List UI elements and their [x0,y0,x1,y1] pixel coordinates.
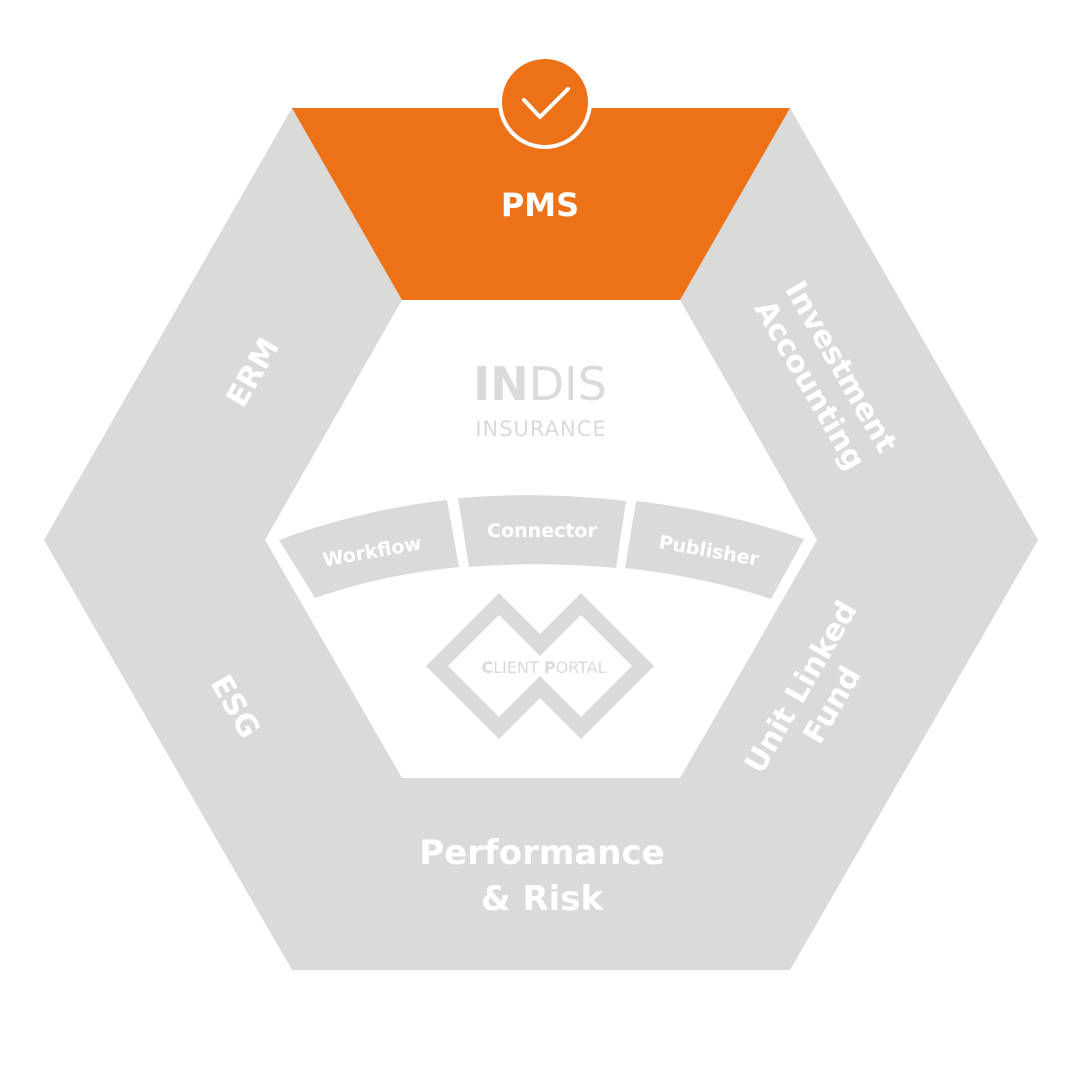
module-publisher[interactable] [625,501,804,599]
module-label-connector: Connector [487,520,597,542]
indis-subtitle: INSURANCE [475,417,606,441]
portal-diamond-shape [426,593,654,739]
segment-label-performance: Performance [419,833,664,873]
module-connector[interactable] [458,495,626,568]
client-portal-text: CLIENT PORTAL [454,658,627,677]
segment-label-risk: & Risk [481,879,605,919]
segment-pms[interactable] [292,108,790,300]
client-portal-logo[interactable]: CLIENT PORTAL [426,593,654,739]
check-badge [498,55,592,149]
indis-logo: INDIS [473,357,607,411]
check-icon [522,87,570,119]
segment-label-pms: PMS [501,186,579,224]
module-workflow[interactable] [279,500,459,598]
